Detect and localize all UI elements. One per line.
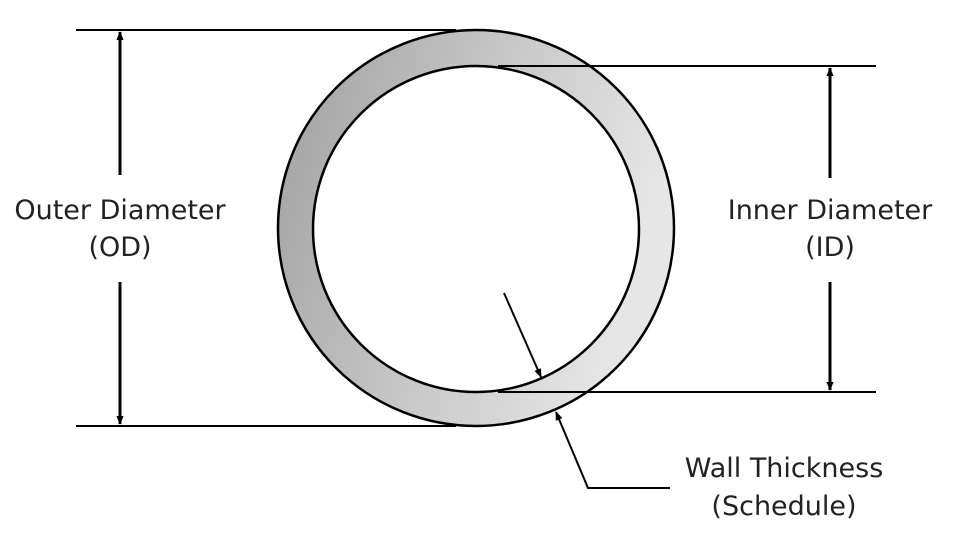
od-abbrev: (OD) (88, 232, 151, 263)
id-label: Inner Diameter (728, 195, 933, 226)
schedule-label: (Schedule) (711, 491, 856, 522)
wall-thickness-label: Wall Thickness (685, 453, 884, 484)
id-abbrev: (ID) (805, 232, 855, 263)
outer-circle (276, 28, 676, 428)
wall-inner-arrow (503, 292, 542, 378)
od-label: Outer Diameter (14, 195, 226, 226)
wall-outer-leader (555, 411, 670, 489)
inner-circle (311, 64, 641, 394)
